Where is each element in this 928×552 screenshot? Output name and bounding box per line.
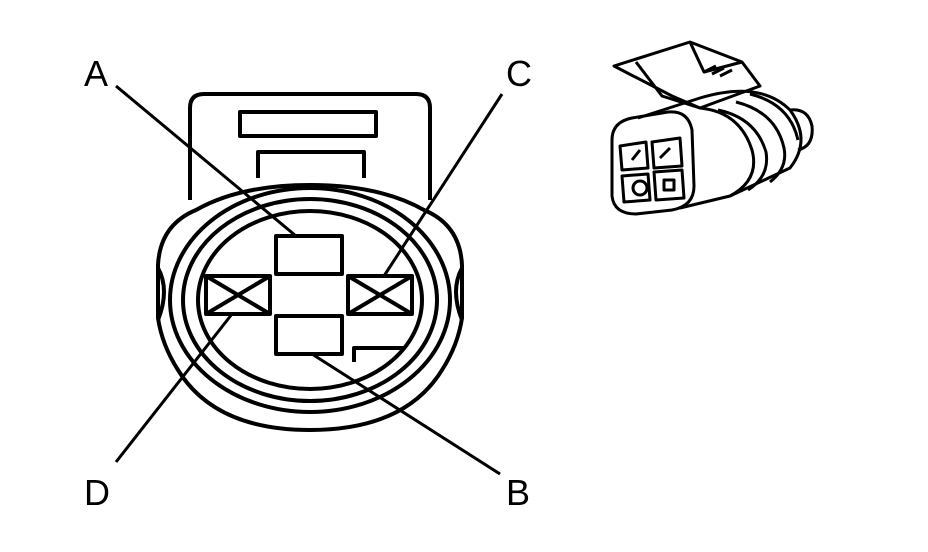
label-pin-c: C [506, 53, 532, 94]
tab-window [238, 110, 378, 138]
tab-neck [256, 150, 366, 178]
leader-line-c [382, 93, 504, 277]
label-pin-d: D [84, 472, 110, 513]
right-notch [454, 267, 464, 321]
label-pin-b: B [506, 472, 530, 513]
leader-line-d [114, 313, 234, 463]
leader-line-b [311, 352, 501, 476]
leader-lines [114, 84, 504, 476]
key-step [352, 346, 404, 362]
label-pin-a: A [84, 53, 108, 94]
connector-isometric-view [610, 40, 814, 216]
seal-ring-inner [196, 209, 424, 391]
cavity-c [346, 274, 414, 316]
leader-line-a [115, 84, 297, 238]
seal-ring-outer [168, 186, 452, 414]
locking-tab-housing [188, 92, 432, 200]
connector-body [637, 89, 803, 210]
connector-face [156, 92, 464, 432]
cavity-a [274, 234, 344, 276]
cavity-d [204, 274, 272, 316]
cavity-b [274, 314, 344, 356]
left-notch [156, 267, 166, 321]
front-face [610, 110, 696, 216]
outer-shell [156, 183, 464, 432]
seal-ring-middle [181, 197, 439, 403]
latch [612, 40, 762, 110]
